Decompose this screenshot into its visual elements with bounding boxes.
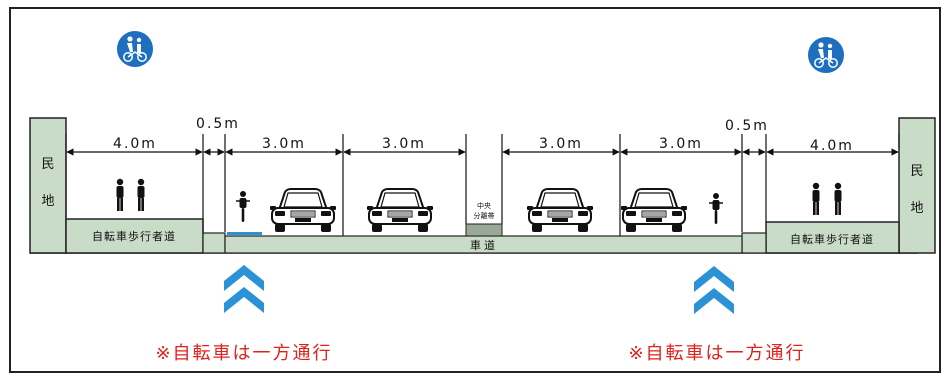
private-land-left-char2: 地 <box>41 194 54 209</box>
dim-right-gap: 0.5m <box>725 118 769 134</box>
lane-dividers <box>65 134 900 236</box>
dim-lane-2: 3.0m <box>382 136 426 152</box>
pedestrian-icon <box>812 182 820 215</box>
bike-lane-marking <box>227 232 262 235</box>
median-label-line2: 分離帯 <box>474 211 495 220</box>
car-front-icon <box>620 188 688 233</box>
one-way-note-right: ※自転車は一方通行 <box>628 343 805 364</box>
median-label-line1: 中央 <box>477 201 491 210</box>
private-land-right-char1: 民 <box>910 164 923 179</box>
walkway-left-label: 自転車歩行者道 <box>92 229 176 243</box>
cyclist-icon <box>235 190 251 223</box>
car-front-icon <box>269 188 337 233</box>
curb-left <box>202 232 226 254</box>
bicycle-pedestrian-sign-icon <box>806 35 846 75</box>
bicycle-pedestrian-sign-icon <box>115 29 155 69</box>
dim-left-walkway: 4.0m <box>113 136 157 152</box>
private-land-right-char2: 地 <box>910 201 923 216</box>
median-island <box>465 223 503 237</box>
private-land-right <box>898 117 936 254</box>
diagram-frame <box>9 7 941 373</box>
private-land-left-char1: 民 <box>41 157 54 172</box>
pedestrian-icon <box>116 178 124 211</box>
cyclist-icon <box>708 192 724 225</box>
curb-right <box>741 232 767 254</box>
dim-right-walkway: 4.0m <box>810 138 854 154</box>
pedestrian-icon <box>834 182 842 215</box>
private-land-left <box>29 117 67 254</box>
walkway-left <box>65 218 204 254</box>
dim-left-gap: 0.5m <box>196 116 240 132</box>
dim-lane-3: 3.0m <box>539 136 583 152</box>
one-way-note-left: ※自転車は一方通行 <box>155 343 332 364</box>
carriageway-label: 車道 <box>470 238 498 252</box>
car-front-icon <box>366 188 434 233</box>
car-front-icon <box>526 188 594 233</box>
pedestrian-icon <box>137 178 145 211</box>
double-chevron-up-icon <box>224 265 264 313</box>
dim-lane-1: 3.0m <box>262 136 306 152</box>
dim-lane-4: 3.0m <box>659 136 703 152</box>
double-chevron-up-icon <box>694 266 734 314</box>
walkway-right-label: 自転車歩行者道 <box>790 232 874 246</box>
